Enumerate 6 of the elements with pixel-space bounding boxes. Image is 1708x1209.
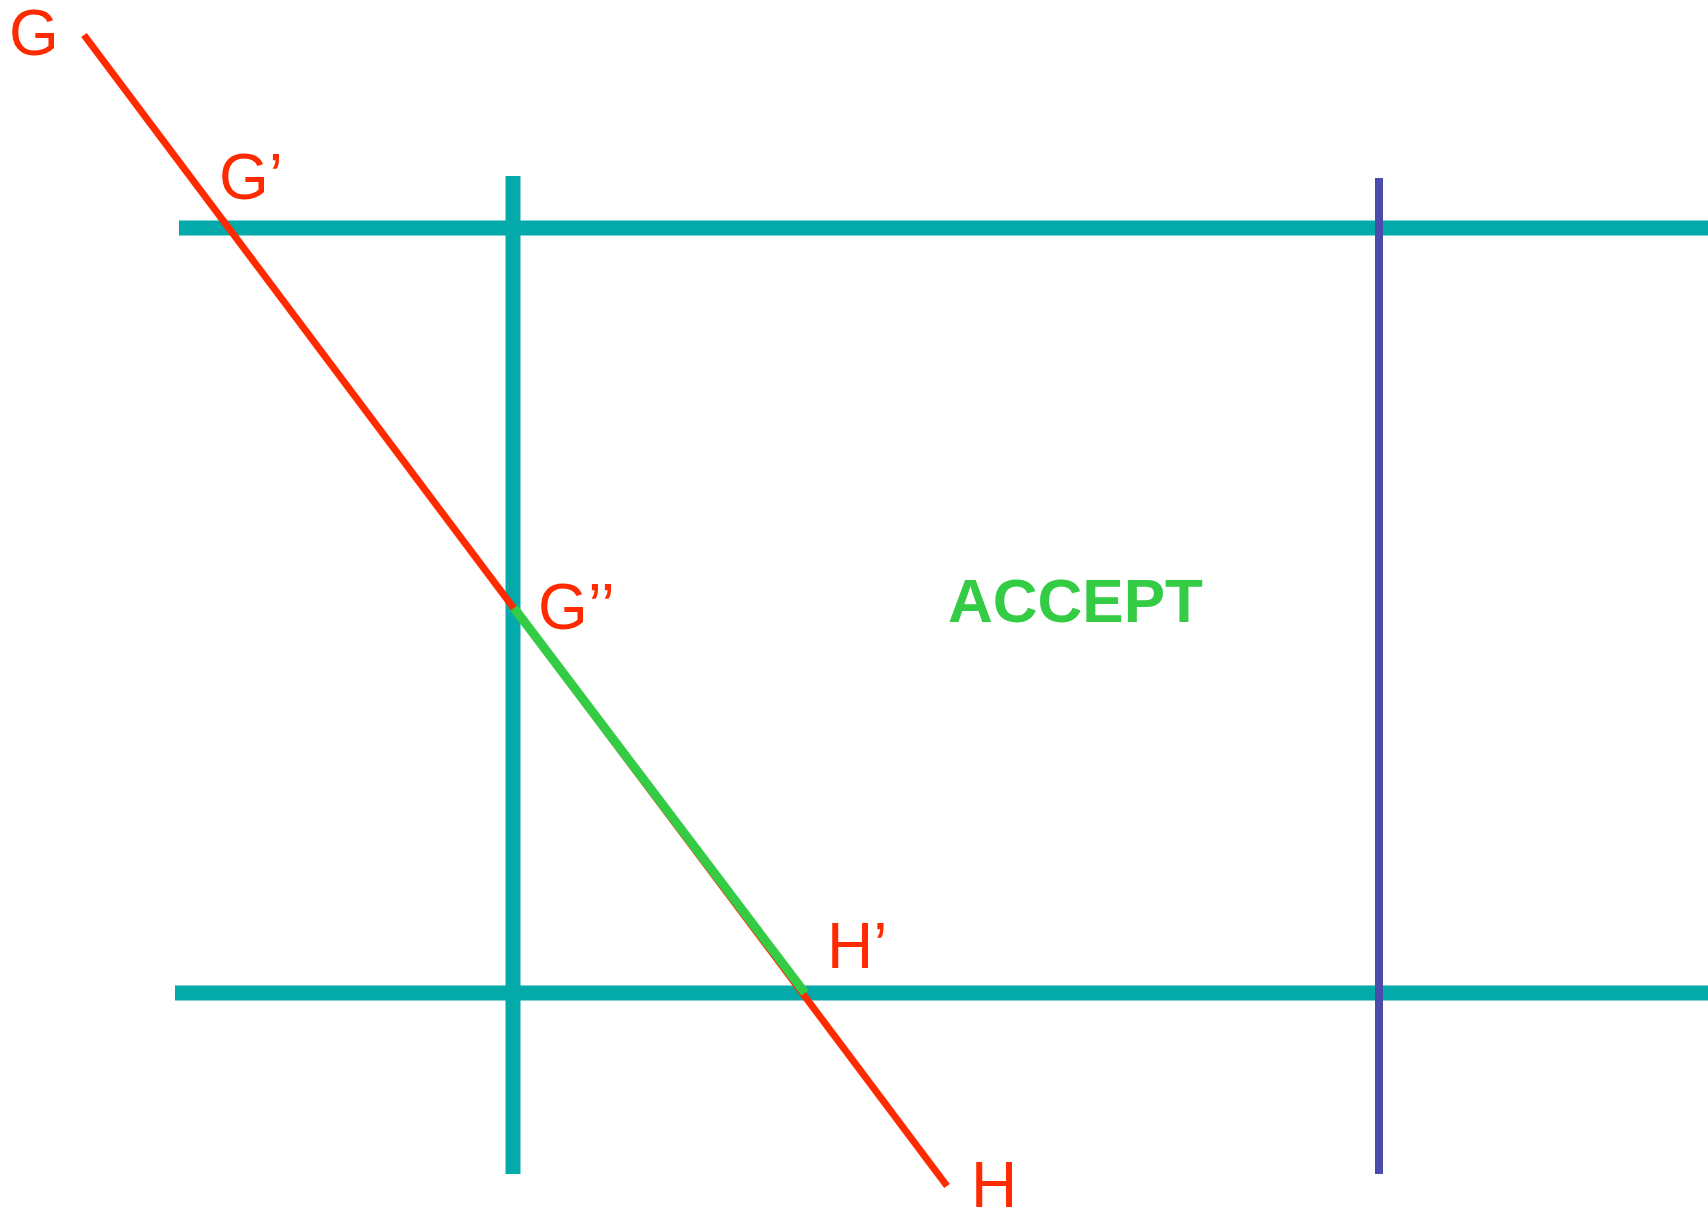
point-label: G [9,1,59,65]
result-label: ACCEPT [948,570,1203,632]
point-label: H’ [827,914,888,978]
point-label: G’’ [538,575,616,639]
point-label: G’ [219,145,283,209]
point-label: H [971,1153,1018,1209]
